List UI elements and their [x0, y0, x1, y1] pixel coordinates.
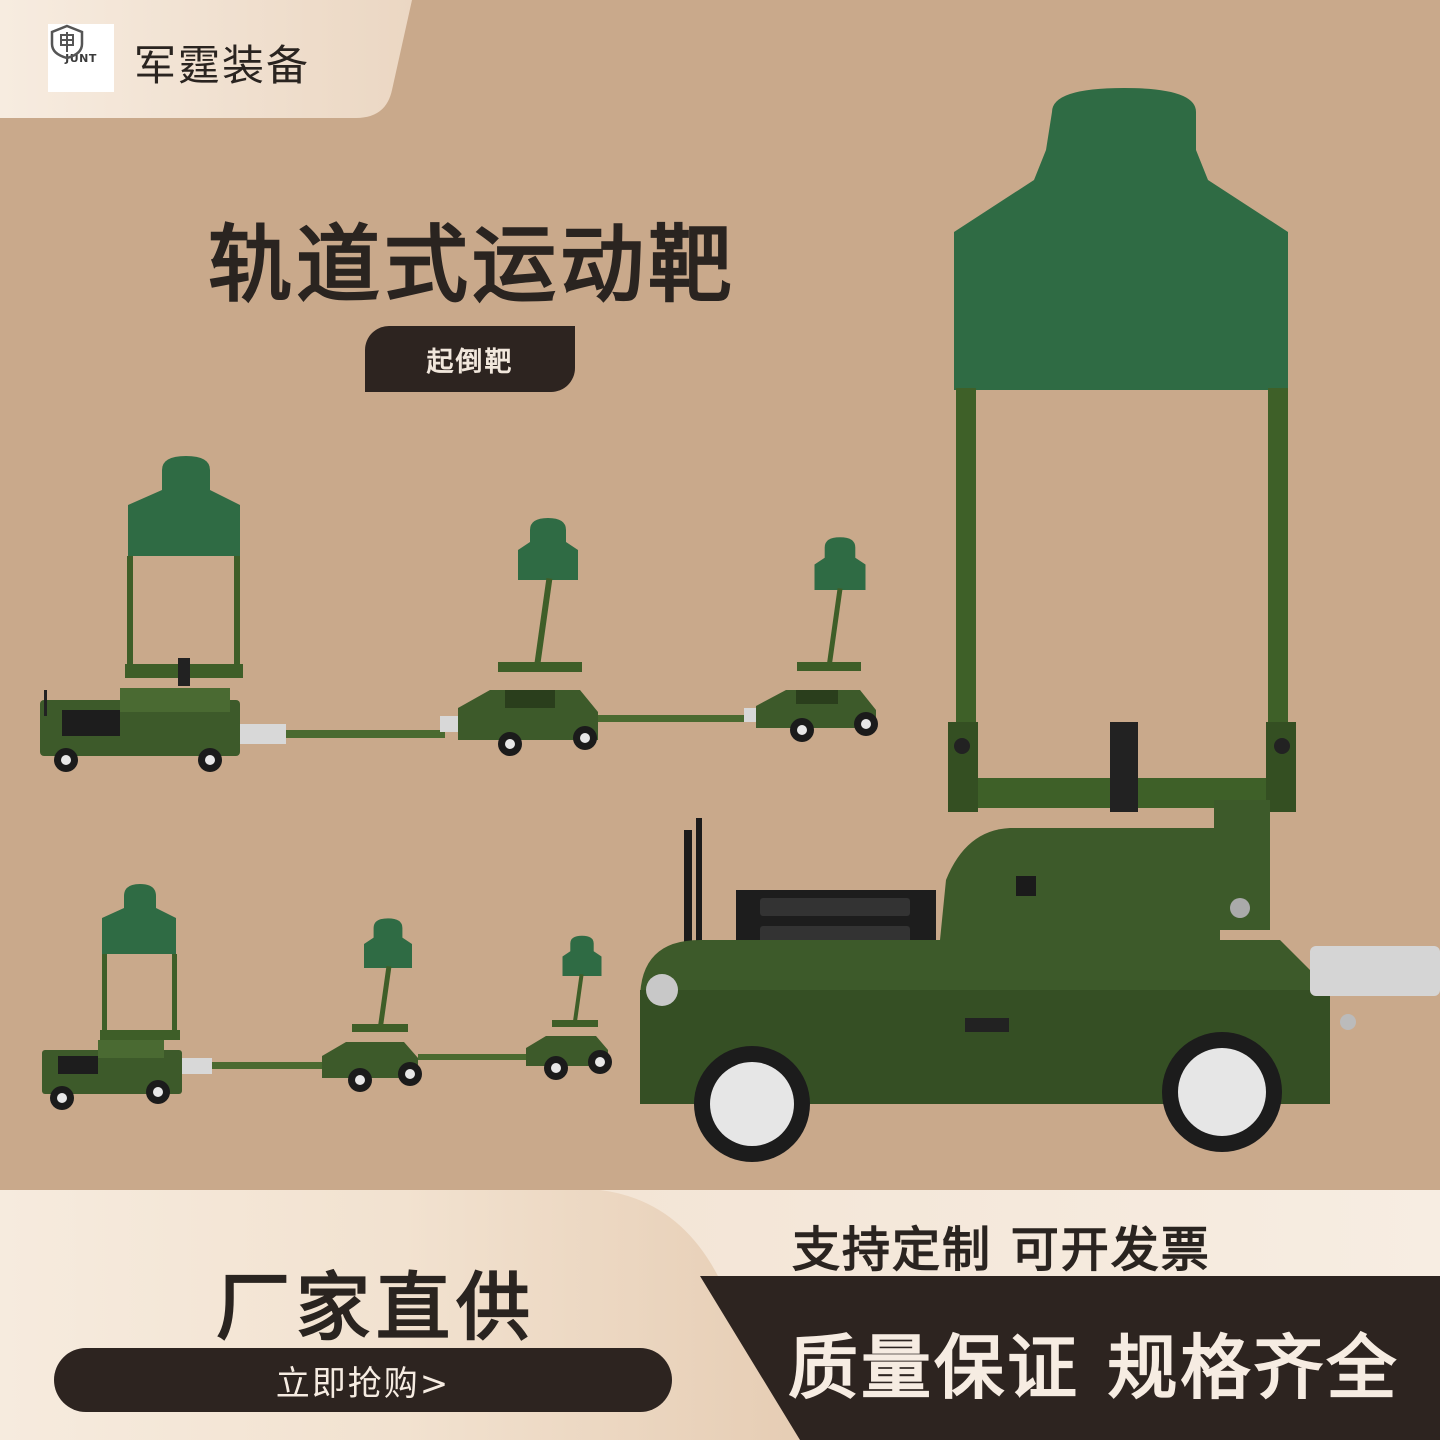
brand-header: JUNT 军霆装备: [0, 0, 420, 118]
product-illustration: [40, 88, 1440, 1162]
target-cart-small-2: [526, 935, 612, 1080]
brand-logo[interactable]: JUNT: [48, 24, 114, 92]
shield-logo-icon: [50, 24, 84, 60]
target-row-1: [40, 456, 878, 772]
target-cart-medium-2: [322, 918, 422, 1092]
target-cart-medium: [458, 518, 598, 756]
quality-guarantee-text: 质量保证 规格齐全: [788, 1327, 1400, 1409]
custom-invoice-text: 支持定制 可开发票: [792, 1222, 1211, 1278]
hero-target-cart: [640, 88, 1440, 1162]
target-row-2: [42, 884, 612, 1110]
target-cart-small: [756, 537, 878, 742]
target-cart-large-2: [42, 884, 182, 1110]
category-tag[interactable]: 起倒靶: [365, 326, 575, 392]
page-title: 轨道式运动靶: [208, 216, 737, 314]
brand-name: 军霆装备: [134, 41, 311, 90]
factory-direct-headline: 厂家直供: [216, 1265, 536, 1351]
target-board: [954, 88, 1288, 390]
target-cart-large: [40, 456, 243, 772]
buy-now-button[interactable]: 立即抢购>: [54, 1348, 672, 1412]
